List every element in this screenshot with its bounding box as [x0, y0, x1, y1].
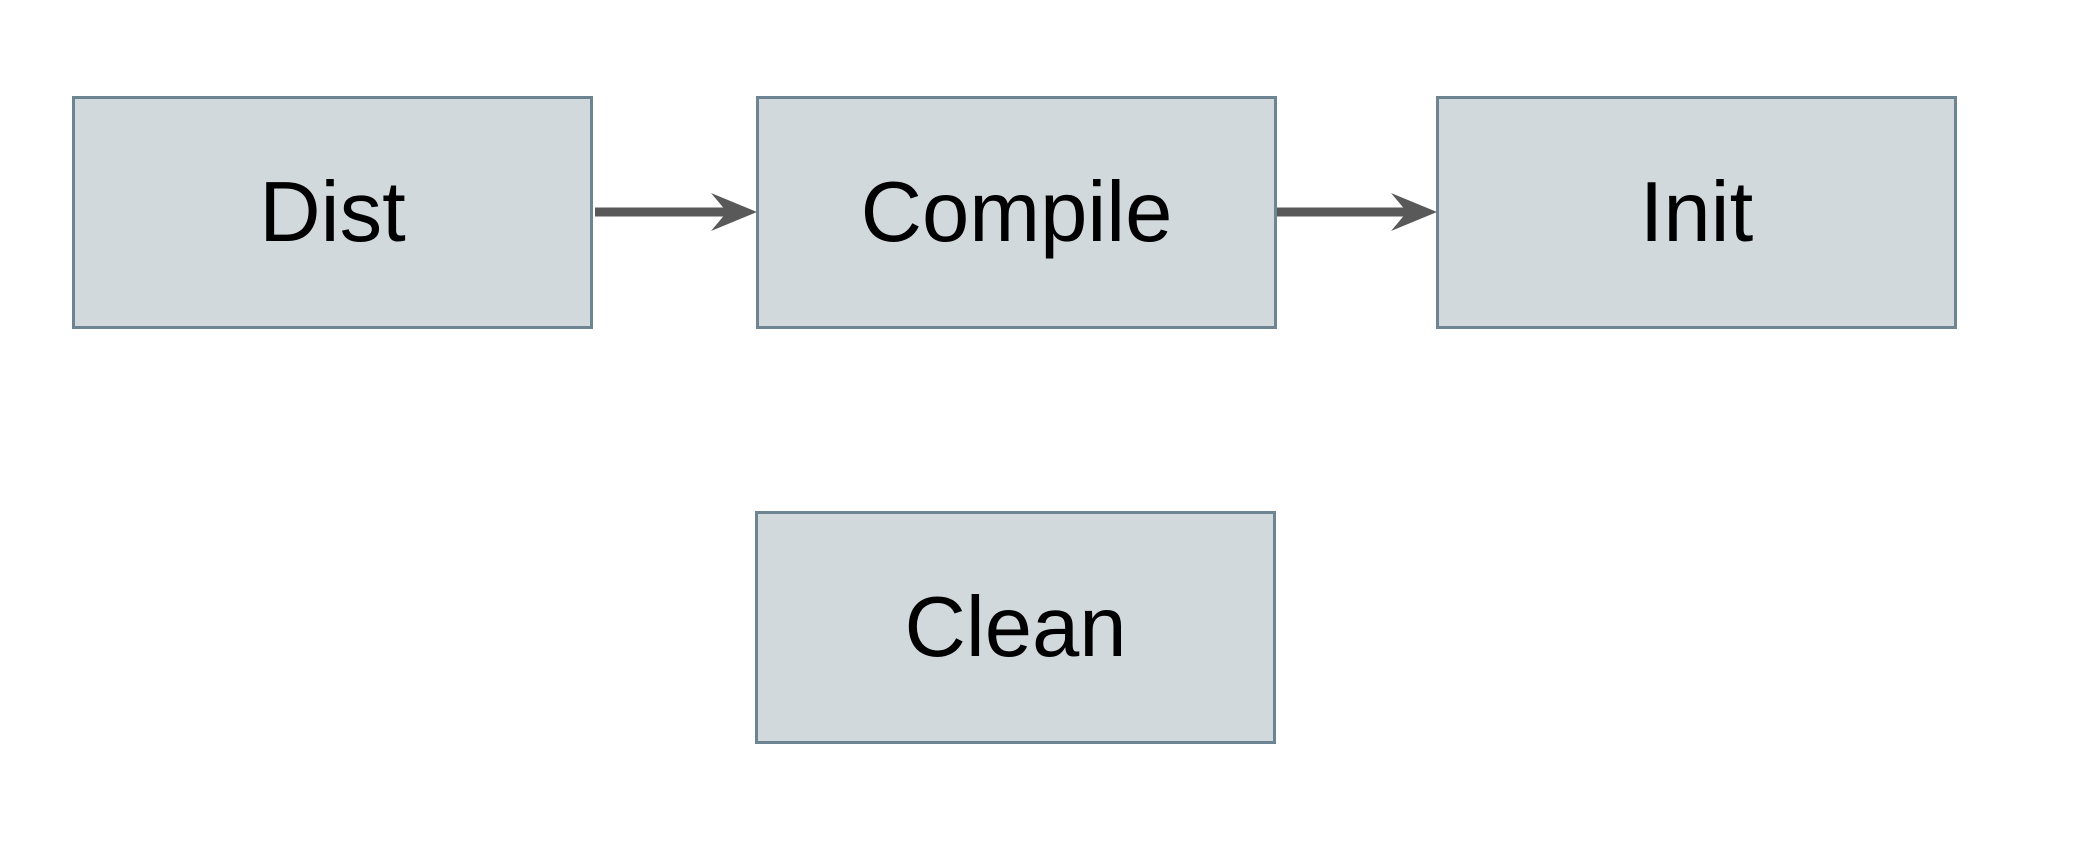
arrow-dist-to-compile-icon — [595, 193, 757, 231]
node-clean[interactable]: Clean — [755, 511, 1276, 744]
node-init[interactable]: Init — [1436, 96, 1957, 329]
node-clean-label: Clean — [904, 580, 1127, 675]
arrow-compile-to-init-icon — [1277, 193, 1437, 231]
node-compile-label: Compile — [860, 165, 1173, 260]
node-init-label: Init — [1639, 165, 1754, 260]
node-dist[interactable]: Dist — [72, 96, 593, 329]
node-dist-label: Dist — [259, 165, 406, 260]
node-compile[interactable]: Compile — [756, 96, 1277, 329]
